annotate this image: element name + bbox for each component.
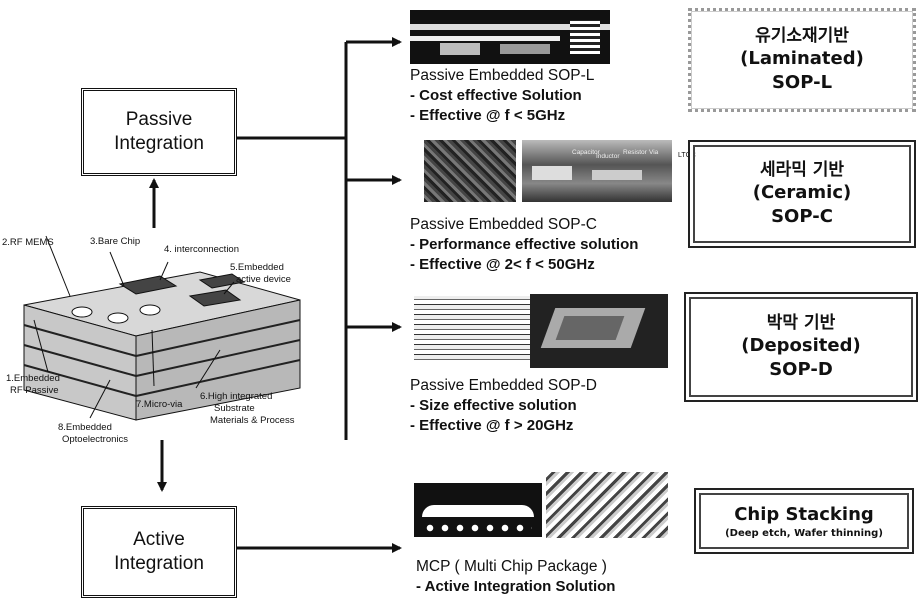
rf-passive-label-2: RF Passive: [10, 385, 59, 396]
high-integrated-label-2: Substrate: [214, 403, 255, 414]
embedded-active-label-2: active device: [236, 274, 291, 285]
embedded-active-label-1: 5.Embedded: [230, 262, 284, 273]
high-integrated-label-3: Materials & Process: [210, 415, 294, 426]
interconnection-label: 4. interconnection: [164, 244, 239, 255]
bare-chip-label: 3.Bare Chip: [90, 236, 140, 247]
rf-passive-label-1: 1.Embedded: [6, 373, 60, 384]
optoelectronics-label-1: 8.Embedded: [58, 422, 112, 433]
optoelectronics-label-2: Optoelectronics: [62, 434, 128, 445]
micro-via-label: 7.Micro-via: [136, 399, 182, 410]
rf-mems-label: 2.RF MEMS: [2, 237, 54, 248]
high-integrated-label-1: 6.High integrated: [200, 391, 272, 402]
